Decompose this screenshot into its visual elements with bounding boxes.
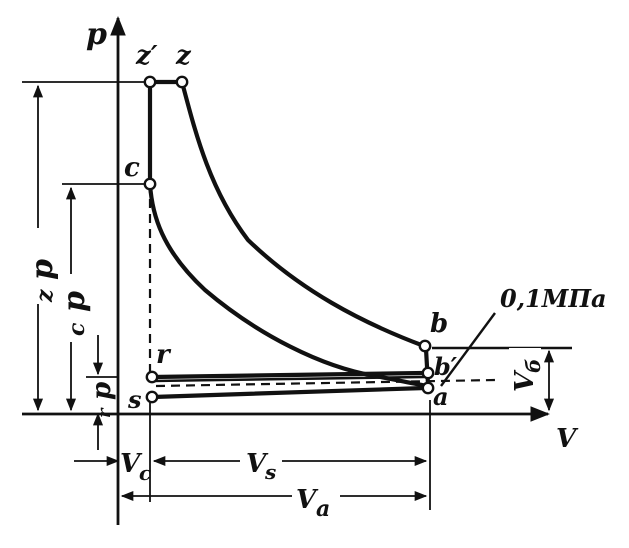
- label-va: V a: [292, 480, 340, 522]
- label-c: c: [124, 153, 140, 183]
- svg-text:б: б: [521, 359, 545, 373]
- label-r: r: [156, 340, 172, 370]
- label-vc: V c: [120, 449, 151, 485]
- label-a: a: [433, 382, 449, 411]
- svg-text:c: c: [139, 461, 151, 485]
- svg-text:V: V: [246, 449, 269, 479]
- annotation-leader: [440, 312, 496, 387]
- point-c: [143, 177, 157, 191]
- svg-text:p: p: [57, 291, 92, 312]
- label-z-prime: z′: [135, 41, 158, 71]
- point-r: [145, 370, 159, 384]
- svg-text:s: s: [264, 460, 276, 484]
- label-b: b: [430, 309, 448, 339]
- label-vb: V б: [509, 348, 545, 396]
- point-b: [418, 339, 432, 353]
- svg-text:a: a: [316, 496, 330, 522]
- svg-text:p: p: [25, 259, 60, 280]
- intake-line: [152, 375, 425, 383]
- label-pc: p c: [57, 274, 92, 342]
- expansion-curve: [179, 79, 427, 349]
- svg-text:z: z: [32, 289, 58, 303]
- point-z: [175, 75, 189, 89]
- svg-text:V: V: [296, 485, 319, 515]
- intake-stroke-line: [150, 385, 428, 400]
- p-axis-label: p: [86, 17, 107, 52]
- atmospheric-dashed-line: [155, 378, 497, 388]
- label-s: s: [127, 385, 142, 414]
- v-axis-label: V: [556, 424, 579, 454]
- point-b-prime: [421, 366, 435, 380]
- compression-curve: [147, 181, 431, 389]
- exhaust-stroke-line: [150, 370, 427, 380]
- svg-text:V: V: [510, 369, 540, 392]
- point-s: [145, 390, 159, 404]
- annotation-pressure: 0,1МПа: [500, 284, 607, 313]
- point-z-prime: [143, 75, 157, 89]
- svg-text:p: p: [87, 382, 117, 400]
- svg-text:c: c: [64, 322, 90, 336]
- label-pr: p r: [87, 382, 117, 418]
- svg-text:V: V: [120, 449, 143, 479]
- point-a: [421, 381, 435, 395]
- label-pz: p z: [25, 228, 60, 304]
- svg-text:r: r: [94, 407, 115, 418]
- label-z: z: [175, 41, 192, 71]
- label-b-prime: b′: [434, 352, 458, 381]
- label-vs: V s: [240, 446, 282, 484]
